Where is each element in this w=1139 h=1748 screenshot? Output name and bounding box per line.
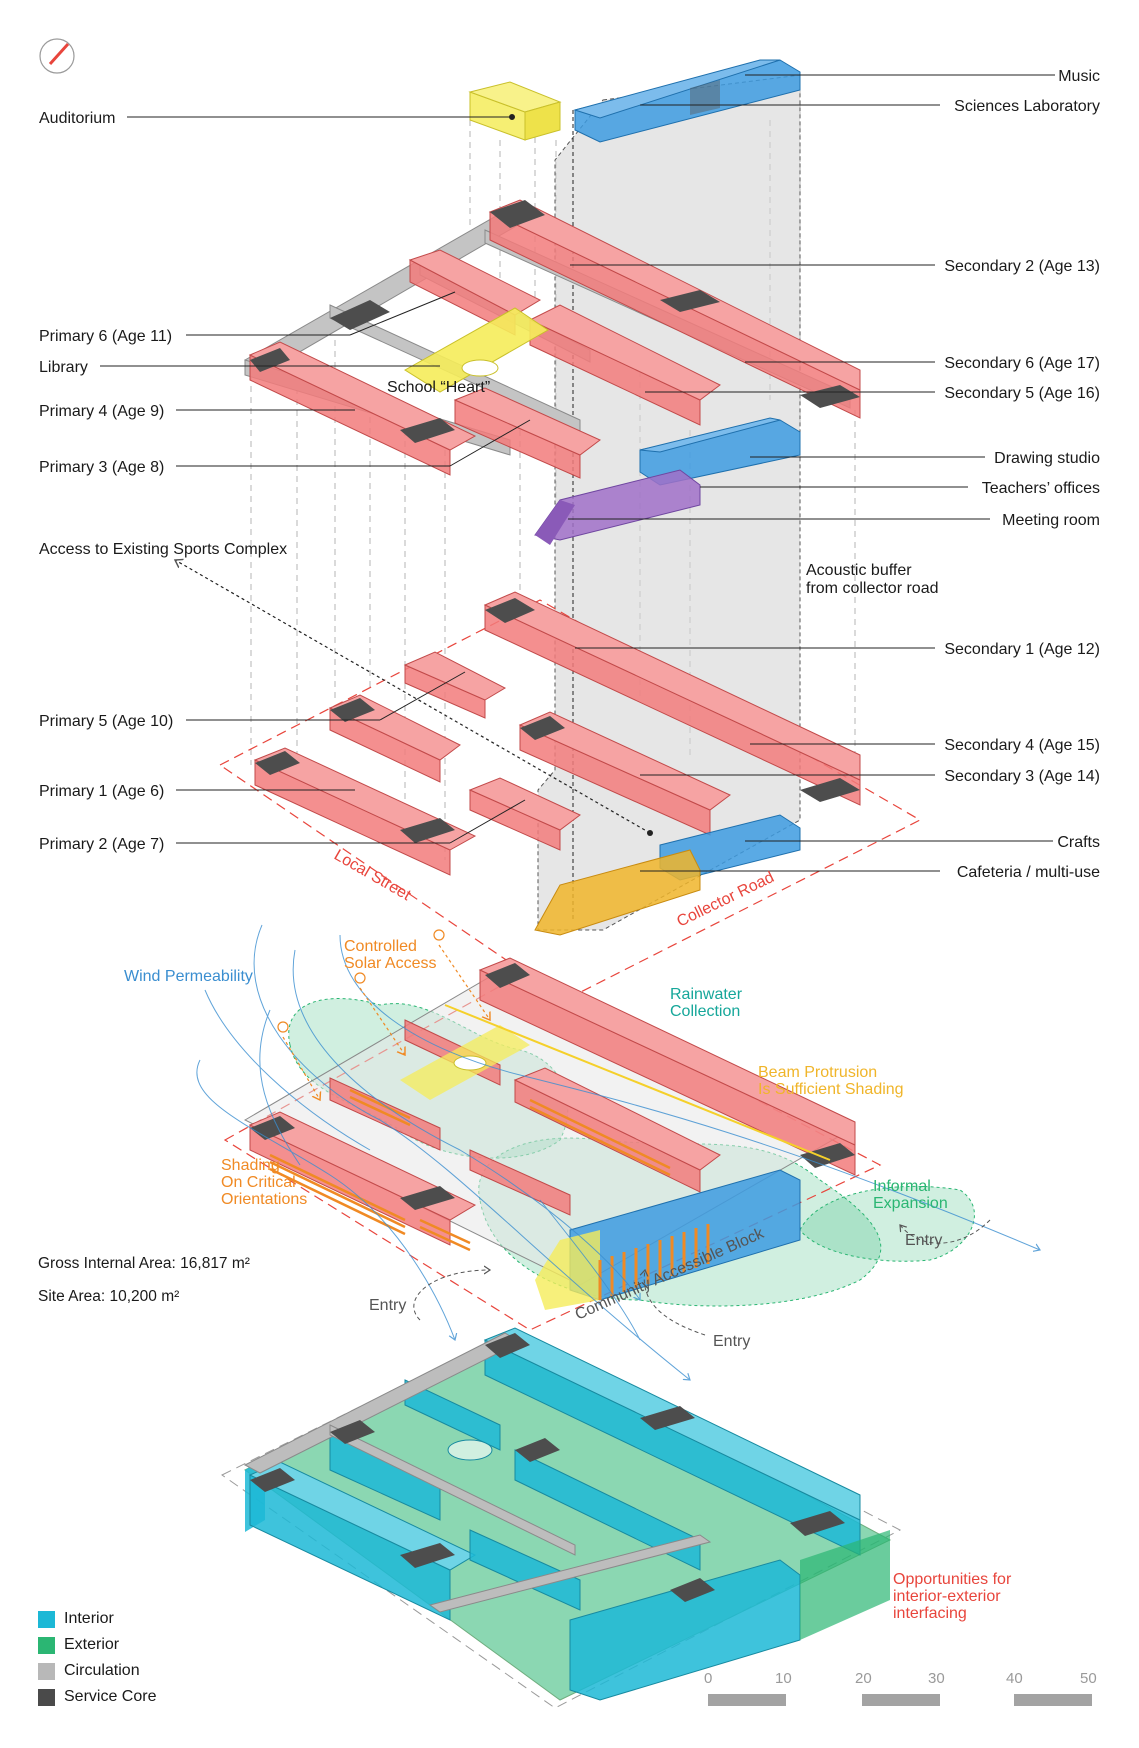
label-primary-6: Primary 6 (Age 11) — [39, 328, 172, 345]
label-rainwater-1: Rainwater — [670, 986, 743, 1003]
north-arrow-icon — [39, 38, 75, 74]
environmental-strategy-diagram — [196, 924, 1040, 1380]
scale-segment-3 — [1014, 1694, 1092, 1706]
upper-classrooms — [248, 199, 861, 479]
label-primary-4: Primary 4 (Age 9) — [39, 403, 164, 420]
label-primary-2: Primary 2 (Age 7) — [39, 836, 164, 853]
label-beam-2: Is Sufficient Shading — [758, 1081, 904, 1098]
sun-icon — [277, 929, 490, 1100]
label-secondary-2: Secondary 2 (Age 13) — [944, 258, 1100, 275]
scale-0: 0 — [704, 1670, 713, 1687]
label-meeting-room: Meeting room — [1002, 512, 1100, 529]
label-cafeteria: Cafeteria / multi-use — [957, 864, 1100, 881]
label-informal-2: Expansion — [873, 1195, 948, 1212]
label-entry-a: Entry — [369, 1297, 406, 1314]
svg-text:interfacing: interfacing — [893, 1605, 967, 1622]
label-music: Music — [1058, 68, 1100, 85]
label-auditorium: Auditorium — [39, 110, 115, 127]
label-beam-1: Beam Protrusion — [758, 1064, 877, 1081]
label-secondary-5: Secondary 5 (Age 16) — [944, 385, 1100, 402]
label-secondary-4: Secondary 4 (Age 15) — [944, 737, 1100, 754]
legend-swatch-exterior — [38, 1636, 55, 1654]
label-shading-1: Shading — [221, 1157, 280, 1174]
scale-50: 50 — [1080, 1670, 1097, 1687]
interfacing-note: Opportunities for interior-exterior inte… — [893, 1571, 1012, 1622]
scale-30: 30 — [928, 1670, 945, 1687]
scale-segment-1 — [708, 1694, 786, 1706]
music-science-block — [573, 59, 801, 143]
label-wind-permeability: Wind Permeability — [124, 968, 253, 985]
label-primary-5: Primary 5 (Age 10) — [39, 713, 173, 730]
label-rainwater-2: Collection — [670, 1003, 740, 1020]
sports-access-arrow — [175, 560, 651, 834]
label-teachers-offices: Teachers’ offices — [982, 480, 1100, 497]
label-sciences-laboratory: Sciences Laboratory — [954, 98, 1100, 115]
library-school-heart — [404, 307, 549, 393]
legend-interior: Interior — [38, 1608, 114, 1630]
label-school-heart: School “Heart” — [387, 379, 490, 396]
acoustic-buffer-label: Acoustic buffer from collector road — [806, 562, 939, 597]
drawing-teachers-meeting — [534, 417, 801, 545]
legend-swatch-service-core — [38, 1688, 55, 1706]
svg-text:Acoustic buffer: Acoustic buffer — [806, 562, 912, 579]
label-secondary-6: Secondary 6 (Age 17) — [944, 355, 1100, 372]
right-labels: Music Sciences Laboratory Secondary 2 (A… — [944, 68, 1100, 881]
legend-service-core: Service Core — [38, 1686, 156, 1708]
label-secondary-1: Secondary 1 (Age 12) — [944, 641, 1100, 658]
label-drawing-studio: Drawing studio — [994, 450, 1100, 467]
label-crafts: Crafts — [1057, 834, 1100, 851]
label-primary-3: Primary 3 (Age 8) — [39, 459, 164, 476]
label-controlled-solar-1: Controlled — [344, 938, 417, 955]
legend-exterior: Exterior — [38, 1634, 119, 1656]
leader-lines-left — [100, 114, 531, 844]
label-controlled-solar-2: Solar Access — [344, 955, 436, 972]
label-shading-3: Orientations — [221, 1191, 307, 1208]
upper-exploded-axonometric — [100, 59, 1055, 1001]
left-labels: Auditorium Primary 6 (Age 11) Library Pr… — [39, 110, 287, 853]
scale-40: 40 — [1006, 1670, 1023, 1687]
svg-text:Opportunities for: Opportunities for — [893, 1571, 1012, 1588]
label-shading-2: On Critical — [221, 1174, 296, 1191]
scale-10: 10 — [775, 1670, 792, 1687]
legend-swatch-circulation — [38, 1662, 55, 1680]
auditorium-block — [468, 81, 562, 141]
legend-circulation: Circulation — [38, 1660, 140, 1682]
legend-swatch-interior — [38, 1610, 55, 1628]
label-primary-1: Primary 1 (Age 6) — [39, 783, 164, 800]
scale-20: 20 — [855, 1670, 872, 1687]
label-entry-b: Entry — [713, 1333, 750, 1350]
leader-lines-right — [568, 74, 1055, 872]
label-secondary-3: Secondary 3 (Age 14) — [944, 768, 1100, 785]
site-area: Site Area: 10,200 m² — [38, 1288, 180, 1305]
label-sports-access: Access to Existing Sports Complex — [39, 541, 287, 558]
label-local-street: Local Street — [331, 847, 414, 905]
label-entry-c: Entry — [905, 1232, 942, 1249]
svg-text:interior-exterior: interior-exterior — [893, 1588, 1001, 1605]
label-informal-1: Informal — [873, 1178, 931, 1195]
gross-internal-area: Gross Internal Area: 16,817 m² — [38, 1255, 250, 1272]
svg-text:from collector road: from collector road — [806, 580, 939, 597]
scale-segment-2 — [862, 1694, 940, 1706]
label-library: Library — [39, 359, 88, 376]
interior-exterior-diagram — [221, 1327, 902, 1709]
